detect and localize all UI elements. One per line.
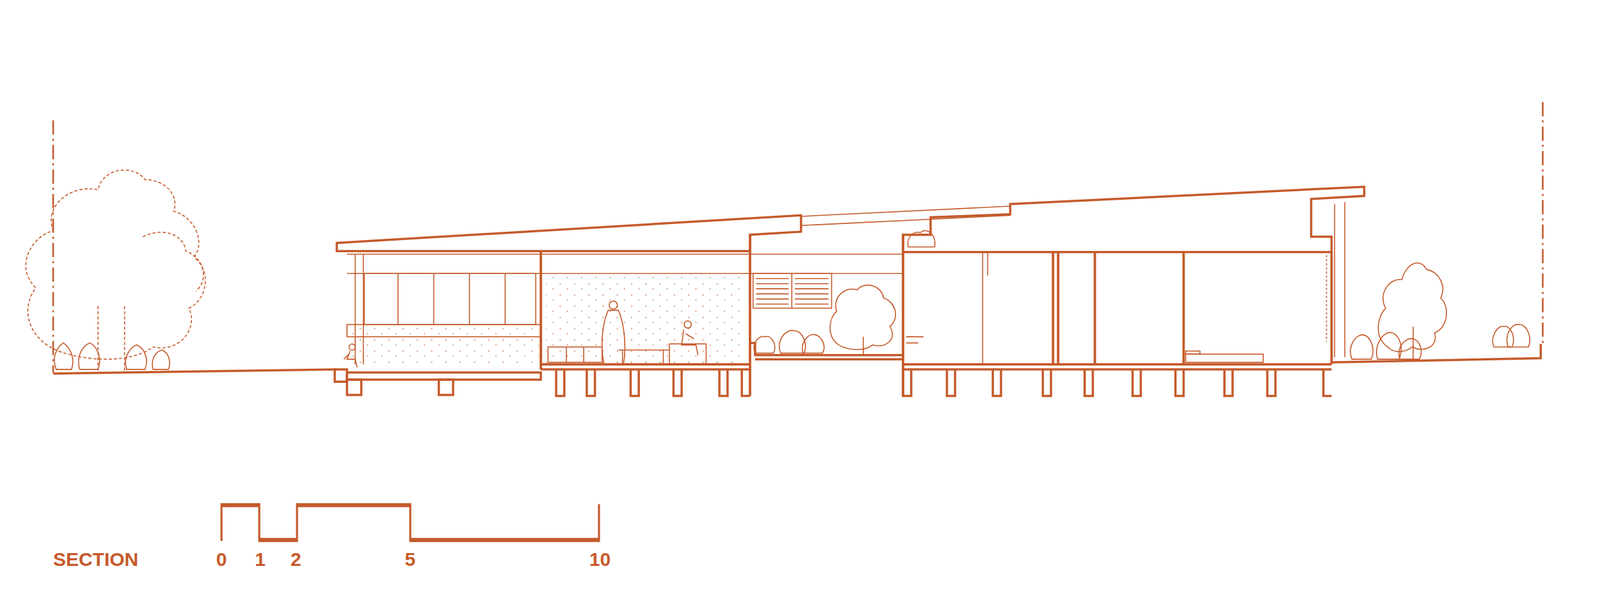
door: [906, 336, 924, 344]
scale-number: 1: [254, 549, 266, 569]
furniture: [547, 343, 1264, 365]
person: [343, 300, 698, 368]
scale-number: 5: [405, 549, 416, 569]
shrub: [54, 343, 170, 370]
tree: [1377, 263, 1447, 360]
boundary-line: [52, 120, 55, 373]
window: [364, 273, 536, 325]
shrub: [907, 230, 935, 248]
scale-bar: [221, 504, 600, 541]
shrub: [753, 330, 824, 353]
boundary-line: [1541, 101, 1544, 347]
ground-line: [53, 369, 337, 374]
tree: [830, 284, 896, 355]
roof: [336, 215, 801, 251]
scale-number: 10: [589, 549, 611, 569]
louvre-window: [753, 273, 832, 308]
shrub: [1350, 324, 1530, 360]
scale-bar: [221, 504, 600, 540]
scale-number: 2: [290, 549, 302, 569]
scale-number: 0: [216, 549, 228, 569]
tree: [25, 170, 206, 372]
glazing: [801, 215, 1011, 226]
drawing-title: SECTION: [53, 549, 139, 569]
wall: [540, 234, 1332, 397]
floor-slab: [334, 343, 1332, 397]
roof: [903, 186, 1365, 253]
